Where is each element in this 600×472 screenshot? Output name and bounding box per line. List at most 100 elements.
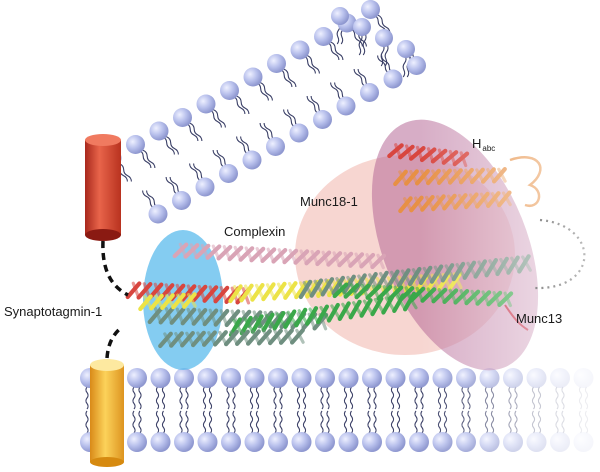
lipid-head bbox=[362, 368, 382, 388]
lipid-tail bbox=[138, 410, 142, 434]
lipid-head bbox=[243, 67, 263, 87]
lipid-tail bbox=[396, 386, 401, 410]
lipid-tail bbox=[249, 410, 254, 434]
habc-label: Habc bbox=[472, 137, 495, 153]
munc13-label: Munc13 bbox=[516, 311, 563, 326]
lipid-tail bbox=[578, 386, 583, 410]
lipid-head bbox=[353, 18, 371, 36]
lipid-head bbox=[173, 108, 192, 127]
habc-label-main: H bbox=[472, 136, 482, 151]
lipid-tail bbox=[514, 386, 518, 410]
lipid-head bbox=[409, 368, 429, 388]
lipid-tail bbox=[343, 386, 348, 410]
lipid-tail bbox=[226, 410, 230, 434]
lipid-tail bbox=[85, 386, 89, 410]
lipid-head bbox=[503, 368, 523, 388]
lipid-head bbox=[268, 432, 288, 452]
lipid-head bbox=[331, 7, 349, 25]
lipid-head bbox=[197, 368, 218, 388]
lipid-tail bbox=[296, 386, 301, 410]
lipid-head bbox=[573, 368, 594, 388]
lipid-tail bbox=[461, 410, 465, 434]
lipid-tail bbox=[561, 410, 565, 434]
lipid-head bbox=[432, 368, 453, 388]
lipid-tail bbox=[255, 410, 260, 434]
lipid-head bbox=[127, 368, 147, 388]
lipid-tail bbox=[326, 410, 330, 434]
lipid-head bbox=[383, 69, 403, 89]
lipid-head bbox=[150, 368, 171, 388]
lipid-tail bbox=[208, 410, 213, 434]
lipid-head bbox=[550, 432, 570, 452]
lipid-tail bbox=[302, 386, 307, 410]
lipid-tail bbox=[537, 410, 542, 434]
lipid-tail bbox=[179, 410, 183, 434]
lipid-tail bbox=[326, 386, 330, 410]
lipid-head bbox=[174, 432, 194, 452]
lipid-head bbox=[479, 368, 500, 388]
munc13-linker bbox=[534, 218, 586, 290]
lipid-tail bbox=[514, 410, 518, 434]
lipid-tail bbox=[390, 386, 395, 410]
synaptotagmin-linker-bottom bbox=[105, 325, 124, 359]
lipid-tail bbox=[226, 386, 230, 410]
lipid-head bbox=[338, 432, 359, 452]
lipid-head bbox=[267, 54, 286, 73]
lipid-head bbox=[385, 432, 406, 452]
lipid-tail bbox=[161, 386, 166, 410]
lipid-tail bbox=[508, 410, 512, 434]
lipid-tail bbox=[273, 410, 277, 434]
lipid-tail bbox=[490, 410, 495, 434]
synaptotagmin-label: Synaptotagmin-1 bbox=[4, 304, 103, 319]
habc-label-subscript: abc bbox=[482, 144, 496, 153]
lipid-head bbox=[409, 432, 429, 452]
lipid-head bbox=[314, 27, 333, 46]
lipid-tail bbox=[349, 410, 354, 434]
lipid-tail bbox=[484, 410, 489, 434]
lipid-head bbox=[385, 368, 406, 388]
lipid-tail bbox=[414, 410, 418, 434]
lipid-tail bbox=[320, 386, 324, 410]
lipid-head bbox=[336, 96, 356, 116]
lipid-tail bbox=[349, 386, 354, 410]
synaptotagmin-bottom-cylinder bbox=[90, 359, 124, 467]
lipid-tail bbox=[367, 386, 371, 410]
lipid-tail bbox=[508, 386, 512, 410]
lipid-tail bbox=[467, 410, 471, 434]
lipid-head bbox=[503, 432, 523, 452]
lipid-head bbox=[526, 368, 547, 388]
plasma-membrane-heads bbox=[80, 368, 594, 452]
lipid-head bbox=[242, 150, 262, 170]
complexin-label: Complexin bbox=[224, 224, 286, 239]
lipid-head bbox=[313, 110, 332, 129]
lipid-head bbox=[244, 368, 265, 388]
lipid-tail bbox=[396, 410, 401, 434]
lipid-head bbox=[127, 432, 147, 452]
lipid-head bbox=[362, 432, 382, 452]
lipid-head bbox=[196, 94, 216, 114]
lipid-tail bbox=[296, 410, 301, 434]
lipid-head bbox=[148, 204, 168, 224]
lipid-tail bbox=[555, 386, 559, 410]
lipid-tail bbox=[555, 410, 559, 434]
lipid-tail bbox=[85, 410, 89, 434]
lipid-tail bbox=[179, 386, 183, 410]
lipid-tail bbox=[155, 410, 160, 434]
lipid-tail bbox=[320, 410, 324, 434]
synaptotagmin-top-cylinder bbox=[85, 134, 121, 241]
lipid-tail bbox=[279, 410, 283, 434]
lipid-head bbox=[150, 432, 171, 452]
lipid-tail bbox=[437, 386, 442, 410]
lipid-head bbox=[149, 121, 169, 141]
lipid-tail bbox=[138, 386, 142, 410]
lipid-tail bbox=[584, 386, 589, 410]
lipid-head bbox=[290, 40, 310, 60]
lipid-head bbox=[174, 368, 194, 388]
lipid-head bbox=[266, 137, 285, 156]
lipid-tail bbox=[443, 386, 448, 410]
lipid-tail bbox=[202, 386, 207, 410]
lipid-tail bbox=[484, 386, 489, 410]
lipid-head bbox=[244, 432, 265, 452]
lipid-head bbox=[407, 56, 426, 75]
munc18-label: Munc18-1 bbox=[300, 194, 358, 209]
